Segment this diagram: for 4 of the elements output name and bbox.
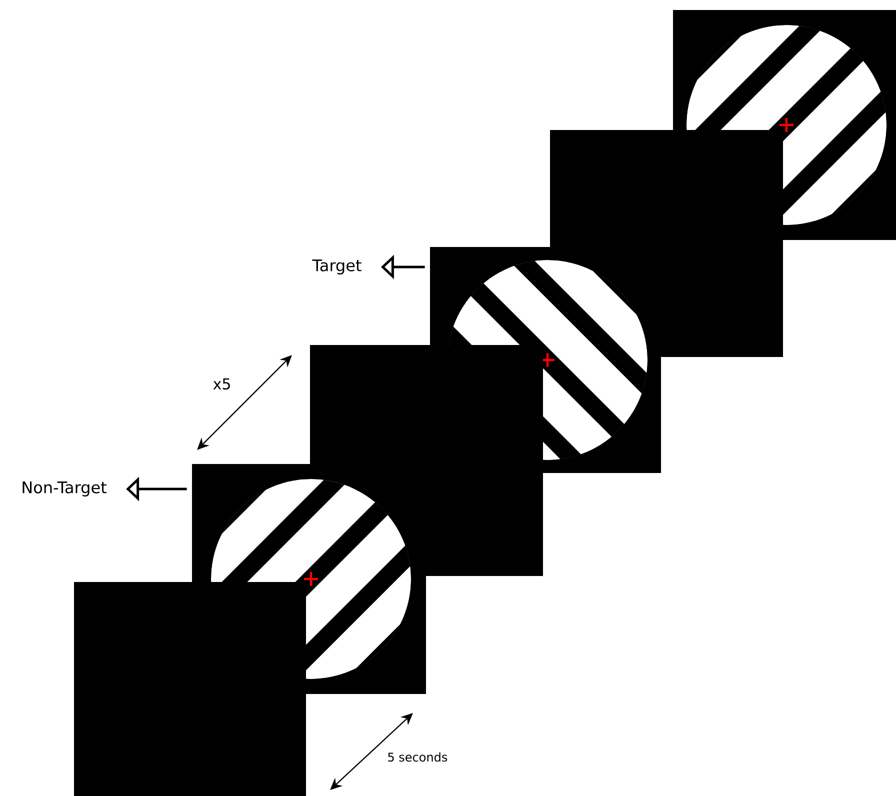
response-label: Non-Target: [22, 482, 106, 496]
mask-square: [74, 582, 306, 796]
duration-label: x5: [213, 378, 230, 390]
response-label: Target: [312, 260, 362, 274]
